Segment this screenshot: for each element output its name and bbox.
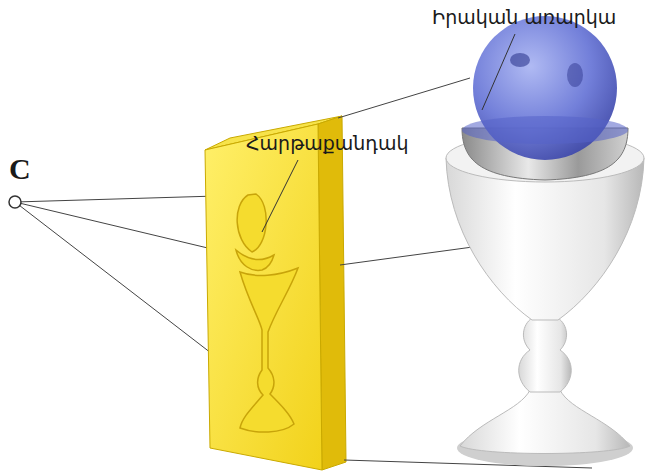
center-point bbox=[9, 196, 21, 208]
part-label: Իրական առարկա bbox=[432, 6, 616, 28]
real-goblet bbox=[446, 16, 644, 466]
part-label: Հարթաքանդակ bbox=[246, 132, 408, 154]
point-label: C bbox=[9, 152, 31, 186]
relief-slab bbox=[205, 116, 346, 470]
